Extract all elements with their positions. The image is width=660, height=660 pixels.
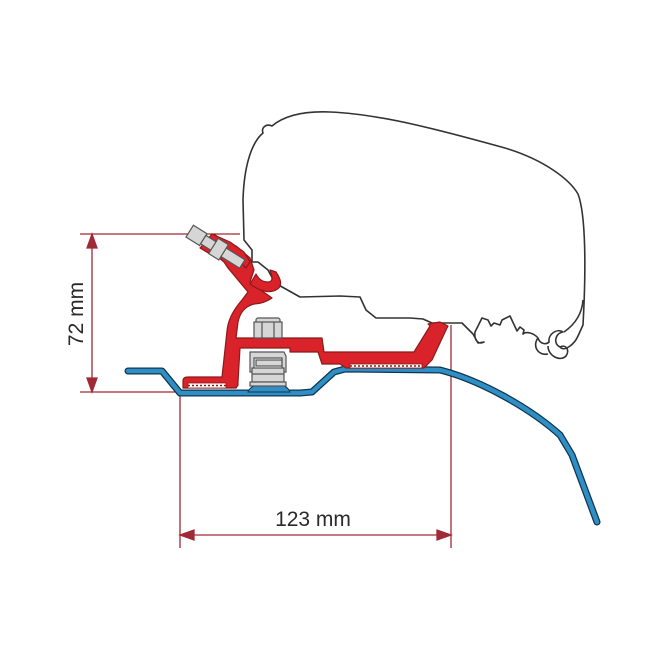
vehicle-roof bbox=[124, 365, 601, 526]
grip-strip bbox=[187, 363, 423, 389]
dimension-lines bbox=[80, 232, 453, 548]
awning-case bbox=[242, 111, 586, 350]
height-dimension-label: 72 mm bbox=[65, 282, 88, 346]
clamp-bolt bbox=[185, 224, 246, 270]
width-dimension-label: 123 mm bbox=[275, 508, 351, 531]
awning-end-profile bbox=[534, 299, 584, 360]
roof-bolt bbox=[249, 317, 287, 387]
